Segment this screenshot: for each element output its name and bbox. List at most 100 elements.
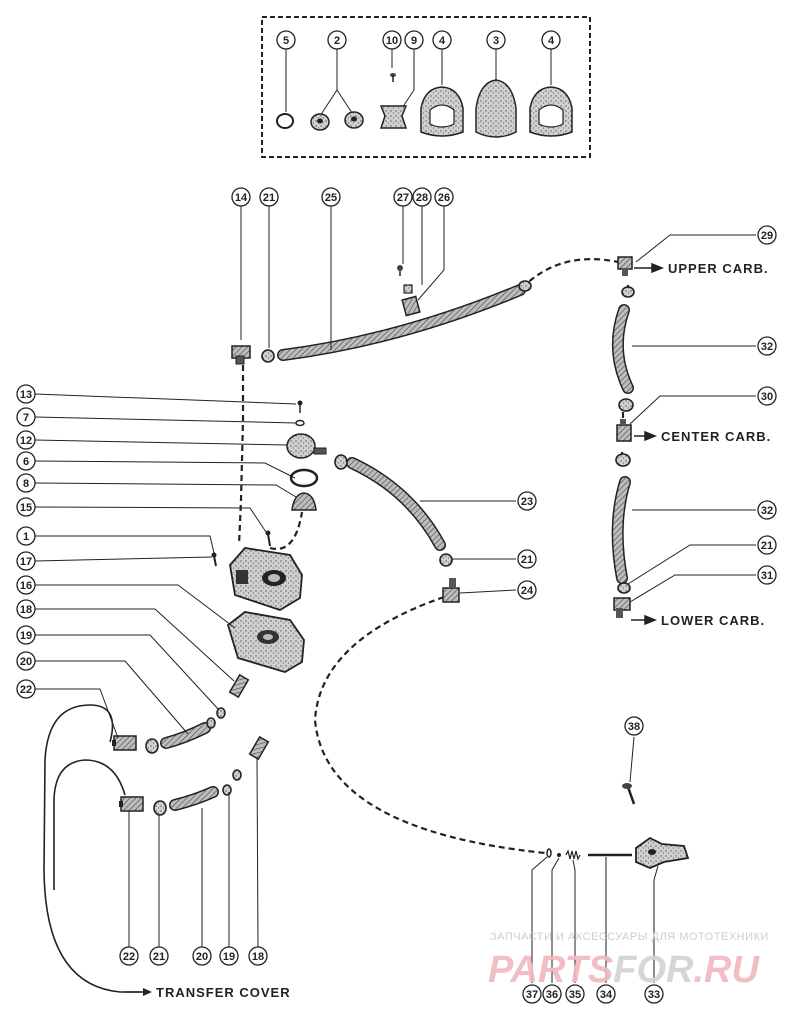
callout-16: 16 xyxy=(16,575,36,595)
callout-circle xyxy=(16,599,36,619)
callout-12: 12 xyxy=(16,430,36,450)
callout-circle xyxy=(757,565,777,585)
elbow-fitting-31 xyxy=(613,597,631,618)
callout-4: 4 xyxy=(541,30,561,50)
elbow-fitting-24 xyxy=(442,578,460,603)
callout-number: 32 xyxy=(761,341,773,353)
callout-circle xyxy=(596,984,616,1004)
callout-28: 28 xyxy=(412,187,432,207)
callout-number: 21 xyxy=(153,951,165,963)
screw-13 xyxy=(297,400,303,413)
callout-21: 21 xyxy=(517,549,537,569)
upper-carb-label: UPPER CARB. xyxy=(668,261,769,276)
washer-28 xyxy=(403,284,413,294)
elbow-fitting-22-upper xyxy=(112,735,137,751)
callout-number: 25 xyxy=(325,192,337,204)
retainer-part xyxy=(379,105,408,129)
callout-circle xyxy=(248,946,268,966)
callout-circle xyxy=(16,473,36,493)
screw-38 xyxy=(622,783,636,805)
carb-arrows xyxy=(631,262,665,626)
check-valve-part xyxy=(344,111,364,129)
callout-circle xyxy=(522,984,542,1004)
callout-1: 1 xyxy=(16,526,36,546)
callout-30: 30 xyxy=(757,386,777,406)
callout-number: 21 xyxy=(263,192,275,204)
callout-9: 9 xyxy=(404,30,424,50)
callout-number: 1 xyxy=(23,531,29,543)
callout-number: 19 xyxy=(20,630,32,642)
ring-37 xyxy=(546,848,552,858)
gasket-part xyxy=(420,86,464,137)
callout-number: 30 xyxy=(761,391,773,403)
callout-number: 14 xyxy=(235,192,248,204)
callout-number: 16 xyxy=(20,580,32,592)
callout-circle xyxy=(276,30,296,50)
transfer-cover-label: TRANSFER COVER xyxy=(156,985,291,1000)
callout-number: 3 xyxy=(493,35,499,47)
callout-24: 24 xyxy=(517,580,537,600)
callout-number: 10 xyxy=(386,35,398,47)
callout-17: 17 xyxy=(16,551,36,571)
callout-35: 35 xyxy=(565,984,585,1004)
washer-7 xyxy=(295,419,305,427)
callout-number: 19 xyxy=(223,951,235,963)
callout-circle xyxy=(757,225,777,245)
callout-18: 18 xyxy=(16,599,36,619)
callout-5: 5 xyxy=(276,30,296,50)
callout-19: 19 xyxy=(16,625,36,645)
callout-19: 19 xyxy=(219,946,239,966)
o-ring-6 xyxy=(289,468,319,488)
callout-number: 15 xyxy=(20,502,32,514)
callout-36: 36 xyxy=(542,984,562,1004)
callout-29: 29 xyxy=(757,225,777,245)
callout-circle xyxy=(757,535,777,555)
screw-15 xyxy=(265,530,271,547)
watermark: ЗАПЧАСТИ И АКСЕССУАРЫ ДЛЯ МОТОТЕХНИКИ PA… xyxy=(488,931,768,991)
callout-circle xyxy=(624,716,644,736)
callout-number: 2 xyxy=(334,35,340,47)
callout-number: 37 xyxy=(526,989,538,1001)
callout-33: 33 xyxy=(644,984,664,1004)
callout-number: 31 xyxy=(761,570,773,582)
callout-circle xyxy=(412,187,432,207)
callout-7: 7 xyxy=(16,407,36,427)
callout-number: 4 xyxy=(548,35,555,47)
callout-number: 22 xyxy=(20,684,32,696)
screw-27 xyxy=(397,265,403,276)
watermark-brand-ru: .RU xyxy=(694,949,761,991)
callout-circle xyxy=(16,679,36,699)
diaphragm-8 xyxy=(291,492,317,511)
callout-14: 14 xyxy=(231,187,251,207)
callout-circle xyxy=(259,187,279,207)
callout-number: 36 xyxy=(546,989,558,1001)
elbow-fitting-22-lower xyxy=(119,796,144,812)
callout-number: 17 xyxy=(20,556,32,568)
callout-20: 20 xyxy=(16,651,36,671)
callout-21: 21 xyxy=(149,946,169,966)
center-carb-label: CENTER CARB. xyxy=(661,429,771,444)
svg-text:PARTSFOR.RU: PARTSFOR.RU xyxy=(488,949,761,991)
callout-32: 32 xyxy=(757,336,777,356)
callout-13: 13 xyxy=(16,384,36,404)
callout-circle xyxy=(644,984,664,1004)
callout-23: 23 xyxy=(517,491,537,511)
callout-26: 26 xyxy=(434,187,454,207)
elbow-fitting-14 xyxy=(231,345,251,365)
callout-number: 5 xyxy=(283,35,289,47)
callout-circle xyxy=(757,336,777,356)
pump-cover-16 xyxy=(226,611,305,673)
gasket-part xyxy=(529,86,573,137)
callout-18: 18 xyxy=(248,946,268,966)
callout-number: 6 xyxy=(23,456,29,468)
callout-25: 25 xyxy=(321,187,341,207)
callout-circle xyxy=(219,946,239,966)
callout-circle xyxy=(542,984,562,1004)
callout-circle xyxy=(192,946,212,966)
callout-circle xyxy=(517,580,537,600)
callout-number: 23 xyxy=(521,496,533,508)
small-screw-part xyxy=(390,73,396,82)
clip-26 xyxy=(401,295,421,317)
chamber-cap-12 xyxy=(286,433,327,459)
callout-circle xyxy=(16,526,36,546)
